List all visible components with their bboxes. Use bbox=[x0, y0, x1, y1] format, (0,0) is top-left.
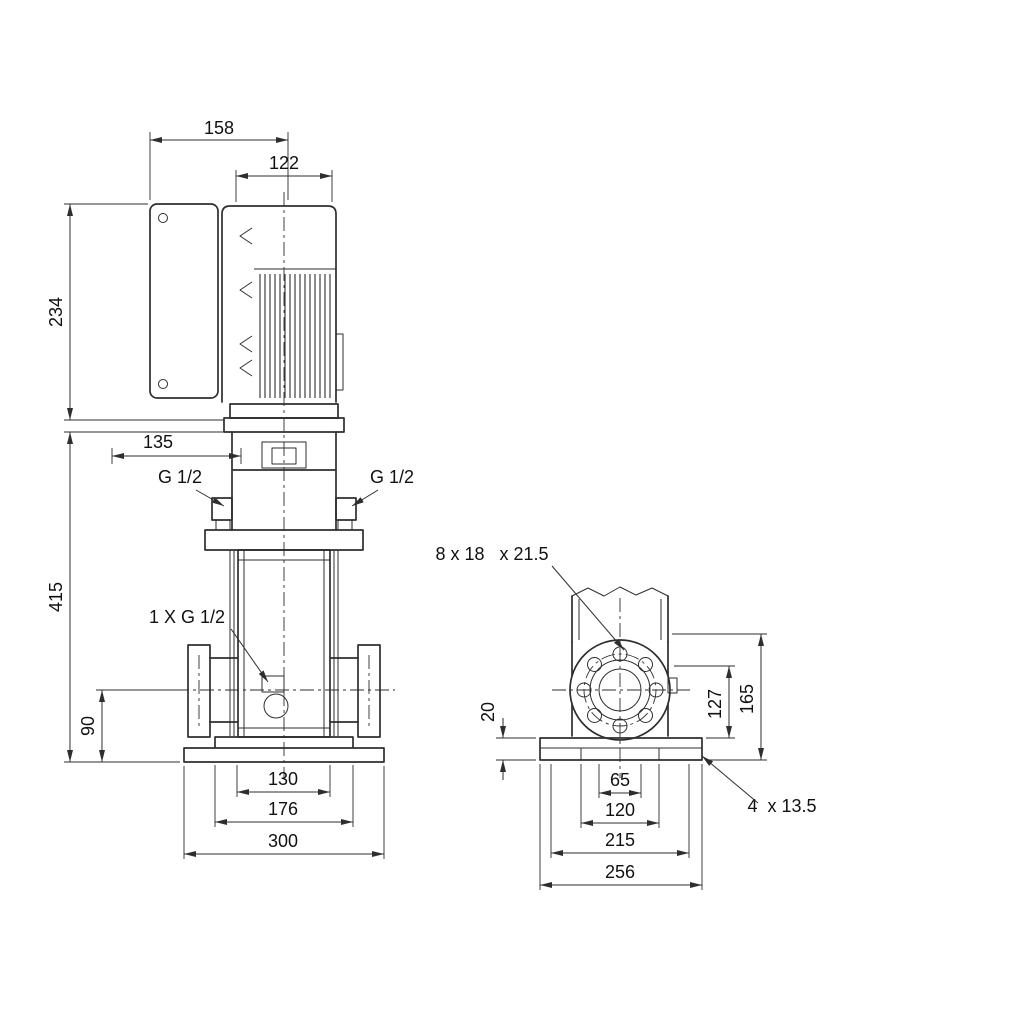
extension-lines bbox=[64, 203, 224, 421]
dim-234: 234 bbox=[46, 203, 224, 421]
dim-176: 176 bbox=[214, 765, 354, 827]
dim-label-127: 127 bbox=[705, 689, 725, 719]
dim-300: 300 bbox=[183, 766, 385, 859]
dim-122: 122 bbox=[235, 153, 333, 202]
dim-label-176: 176 bbox=[268, 799, 298, 819]
extension-lines bbox=[674, 665, 735, 739]
front-view: 158 122 234 135 415 90 G 1/2 bbox=[46, 118, 414, 859]
extension-lines bbox=[580, 764, 660, 828]
flange-centerlines bbox=[198, 655, 370, 726]
drain-plug bbox=[261, 675, 285, 693]
base-side bbox=[539, 737, 703, 761]
bolt-hole bbox=[638, 708, 653, 723]
dim-256: 256 bbox=[539, 764, 703, 890]
base-plate-side bbox=[539, 737, 703, 761]
dim-label-415: 415 bbox=[46, 582, 66, 612]
dim-label-90: 90 bbox=[78, 716, 98, 736]
dim-label-122: 122 bbox=[269, 153, 299, 173]
dim-127: 127 bbox=[674, 665, 735, 739]
drain-callout: 1 X G 1/2 bbox=[149, 607, 269, 683]
staybolts bbox=[229, 550, 339, 736]
extension-lines bbox=[214, 765, 354, 827]
base-details bbox=[540, 747, 702, 760]
extension-lines bbox=[672, 633, 767, 761]
control-box bbox=[149, 203, 219, 399]
base-holes-callout: 4 x 13.5 bbox=[701, 755, 817, 816]
dim-label-300: 300 bbox=[268, 831, 298, 851]
dim-label-120: 120 bbox=[605, 800, 635, 820]
sleeve-inner bbox=[578, 599, 662, 640]
leader-line bbox=[195, 489, 225, 507]
dim-65: 65 bbox=[598, 764, 642, 798]
dim-215: 215 bbox=[550, 764, 690, 858]
extension-lines bbox=[149, 132, 289, 200]
motor-housing bbox=[221, 205, 337, 403]
extension-lines bbox=[183, 766, 385, 859]
discharge-flange-right bbox=[357, 644, 381, 738]
drain-label: 1 X G 1/2 bbox=[149, 607, 225, 627]
sleeve-lines bbox=[238, 550, 330, 737]
dim-label-65: 65 bbox=[610, 770, 630, 790]
terminal-bump bbox=[336, 333, 344, 391]
break-line bbox=[571, 586, 669, 597]
leader-line bbox=[230, 628, 269, 683]
dim-90: 90 bbox=[78, 689, 186, 762]
screw-icon bbox=[158, 379, 168, 389]
flange-holes-callout: 8 x 18 x 21.5 bbox=[435, 544, 625, 651]
dim-label-158: 158 bbox=[204, 118, 234, 138]
dim-label-256: 256 bbox=[605, 862, 635, 882]
dim-label-165: 165 bbox=[737, 684, 757, 714]
dim-120: 120 bbox=[580, 764, 660, 828]
side-view: 8 x 18 x 21.5 20 127 165 65 1 bbox=[435, 544, 817, 890]
base-holes-label: 4 x 13.5 bbox=[747, 796, 816, 816]
sleeve-sides bbox=[571, 595, 669, 643]
screw-icon bbox=[158, 213, 168, 223]
sleeve-behind-flange bbox=[571, 641, 669, 737]
port-callout-right: G 1/2 bbox=[351, 467, 414, 507]
gauge-port bbox=[263, 693, 289, 719]
dim-label-234: 234 bbox=[46, 297, 66, 327]
extension-lines bbox=[64, 431, 226, 763]
dim-158: 158 bbox=[149, 118, 289, 200]
flange-holes-label: 8 x 18 x 21.5 bbox=[435, 544, 548, 564]
dim-130: 130 bbox=[236, 765, 331, 797]
extension-lines bbox=[550, 764, 690, 858]
leader-line bbox=[551, 565, 625, 651]
dim-20: 20 bbox=[478, 702, 536, 780]
port-label-left: G 1/2 bbox=[158, 467, 202, 487]
leader-line bbox=[351, 489, 379, 507]
port-callout-left: G 1/2 bbox=[158, 467, 225, 507]
bolt-hole bbox=[638, 657, 653, 672]
extension-lines bbox=[539, 764, 703, 890]
leader-line bbox=[701, 755, 759, 804]
motor-fins bbox=[259, 274, 331, 398]
dim-135: 135 bbox=[111, 432, 242, 464]
bolt-hole bbox=[587, 657, 602, 672]
dim-label-130: 130 bbox=[268, 769, 298, 789]
bolt-hole bbox=[587, 708, 602, 723]
dim-label-135: 135 bbox=[143, 432, 173, 452]
suction-flange-left bbox=[187, 644, 211, 738]
motor-lugs bbox=[239, 227, 253, 377]
dim-label-215: 215 bbox=[605, 830, 635, 850]
dim-165: 165 bbox=[672, 633, 767, 761]
dim-415: 415 bbox=[46, 431, 226, 763]
port-pipes bbox=[209, 657, 359, 723]
dim-label-20: 20 bbox=[478, 702, 498, 722]
side-tab bbox=[667, 677, 678, 694]
port-label-right: G 1/2 bbox=[370, 467, 414, 487]
